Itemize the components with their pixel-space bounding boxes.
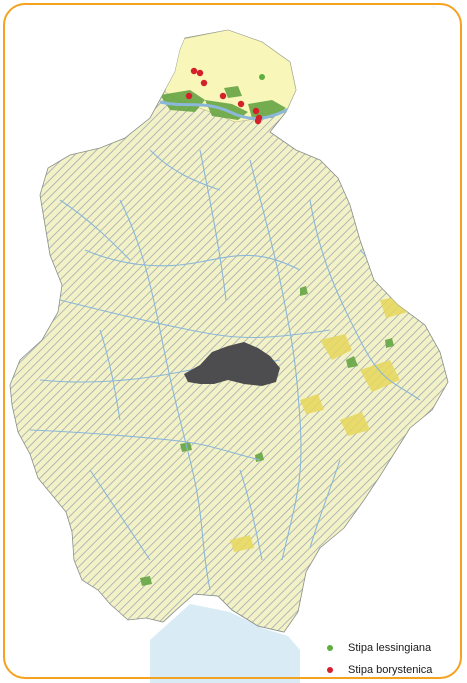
stipa-borystenica-point (237, 100, 245, 108)
stipa-borystenica-point (200, 79, 208, 87)
map-legend: Stipa lessingiana Stipa borystenica (327, 640, 467, 680)
legend-item-stipa-lessingiana: Stipa lessingiana (327, 642, 431, 654)
urban-area (184, 342, 280, 386)
stipa-lessingiana-point (259, 74, 265, 80)
red-dot-icon (327, 667, 333, 673)
stipa-borystenica-point (190, 67, 198, 75)
observation-points (185, 67, 265, 125)
legend-item-stipa-borystenica: Stipa borystenica (327, 664, 432, 676)
stipa-borystenica-point (254, 117, 262, 125)
rivers (29, 100, 431, 591)
legend-label: Stipa borystenica (348, 664, 433, 676)
green-habitat-patches (140, 86, 394, 586)
map-frame (3, 3, 462, 679)
legend-label: Stipa lessingiana (348, 642, 432, 654)
stipa-borystenica-point (185, 92, 193, 100)
region-territory (9, 29, 449, 633)
stipa-borystenica-point (252, 107, 260, 115)
yellow-habitat-patches (230, 296, 408, 552)
sea-area (150, 604, 300, 683)
stipa-borystenica-point (219, 92, 227, 100)
green-dot-icon (327, 645, 333, 651)
stipa-borystenica-point (196, 69, 204, 77)
